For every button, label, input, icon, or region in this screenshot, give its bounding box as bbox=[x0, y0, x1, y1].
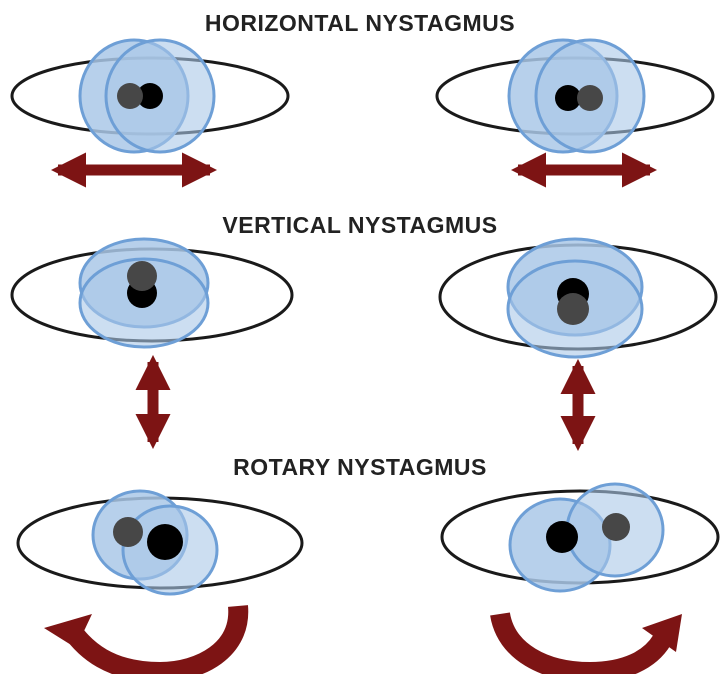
pupil-dark bbox=[546, 521, 578, 553]
vertical-left-eye bbox=[12, 239, 292, 347]
horizontal-right-eye bbox=[437, 40, 713, 152]
pupil-grey bbox=[602, 513, 630, 541]
horizontal-left-eye bbox=[12, 40, 288, 152]
rotary-left-eye bbox=[18, 491, 302, 594]
curved-arrow-icon bbox=[500, 614, 682, 672]
pupil-grey bbox=[117, 83, 143, 109]
vertical-right-eye bbox=[440, 239, 716, 357]
curved-arrow-icon bbox=[44, 606, 238, 672]
rotary-right-eye bbox=[442, 484, 718, 591]
pupil-grey bbox=[127, 261, 157, 291]
pupil-grey bbox=[557, 293, 589, 325]
pupil-dark bbox=[147, 524, 183, 560]
pupil-grey bbox=[113, 517, 143, 547]
pupil-grey bbox=[577, 85, 603, 111]
